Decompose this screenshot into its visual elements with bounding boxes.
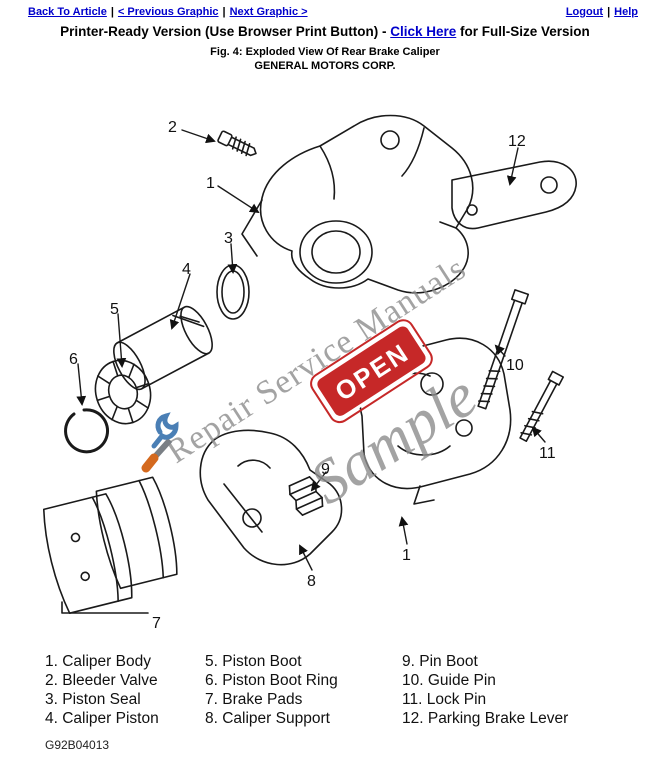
top-nav: Back To Article|< Previous Graphic|Next … [28,6,638,18]
brake-pads-drawing [42,476,178,614]
caliper-body-drawing [241,114,474,294]
caliper-support-drawing [199,429,343,566]
callout-9: 9 [321,461,330,478]
bleeder-valve-drawing [217,130,257,157]
callout-1-assembly: 1 [402,547,411,564]
legend-column-3: 9. Pin Boot 10. Guide Pin 11. Lock Pin 1… [402,652,568,728]
legend-item: 10. Guide Pin [402,672,496,689]
piston-boot-ring-drawing [64,408,109,454]
callout-3: 3 [224,230,233,247]
next-graphic-link[interactable]: Next Graphic > [229,6,308,18]
callout-11: 11 [539,445,556,462]
callout-6: 6 [69,351,78,368]
full-size-version-link[interactable]: Click Here [390,24,457,39]
legend-item: 8. Caliper Support [205,710,330,727]
tools-icon [141,412,179,473]
legend-item: 4. Caliper Piston [45,710,159,727]
leader-lines [76,129,546,571]
piston-seal-drawing [216,264,250,320]
legend-item: 9. Pin Boot [402,653,478,670]
printer-ready-title: Printer-Ready Version (Use Browser Print… [0,24,650,39]
help-link[interactable]: Help [614,6,638,18]
back-to-article-link[interactable]: Back To Article [28,6,107,18]
printer-ready-text: Printer-Ready Version (Use Browser Print… [60,24,391,39]
callout-numbers: 2 1 12 3 4 5 6 10 11 9 1 8 7 [69,119,556,632]
exploded-view-diagram: Repair Service Manuals Sample OPEN 2 1 1… [42,114,577,632]
guide-pin-drawing [477,289,530,410]
legend-item: 11. Lock Pin [402,691,487,708]
callout-4: 4 [182,261,191,278]
top-nav-left: Back To Article|< Previous Graphic|Next … [28,6,308,18]
callout-5: 5 [110,301,119,318]
legend-item: 12. Parking Brake Lever [402,710,569,727]
callout-8: 8 [307,573,316,590]
company-name: GENERAL MOTORS CORP. [254,60,396,72]
document-id: G92B04013 [45,738,110,752]
legend-item: 1. Caliper Body [45,653,151,670]
legend-item: 6. Piston Boot Ring [205,672,338,689]
previous-graphic-link[interactable]: < Previous Graphic [117,6,219,18]
legend-column-2: 5. Piston Boot 6. Piston Boot Ring 7. Br… [205,652,338,728]
callout-1-caliper-body: 1 [206,175,215,192]
legend-item: 5. Piston Boot [205,653,302,670]
separator: | [110,6,114,18]
legend-item: 3. Piston Seal [45,691,141,708]
callout-10: 10 [506,357,524,374]
separator: | [222,6,226,18]
callout-7: 7 [152,615,161,632]
legend-item: 7. Brake Pads [205,691,303,708]
legend-column-1: 1. Caliper Body 2. Bleeder Valve 3. Pist… [45,652,159,728]
top-nav-right: Logout|Help [566,6,638,18]
figure-caption: Fig. 4: Exploded View Of Rear Brake Cali… [210,46,440,58]
caliper-piston-drawing [113,305,213,391]
legend-item: 2. Bleeder Valve [45,672,158,689]
callout-2: 2 [168,119,177,136]
separator: | [607,6,611,18]
piston-boot-drawing [94,359,152,425]
lock-pin-drawing [519,370,565,443]
callout-12: 12 [508,133,526,150]
full-size-suffix-text: for Full-Size Version [456,24,590,39]
parking-brake-lever-drawing [451,160,577,230]
logout-link[interactable]: Logout [565,6,604,18]
